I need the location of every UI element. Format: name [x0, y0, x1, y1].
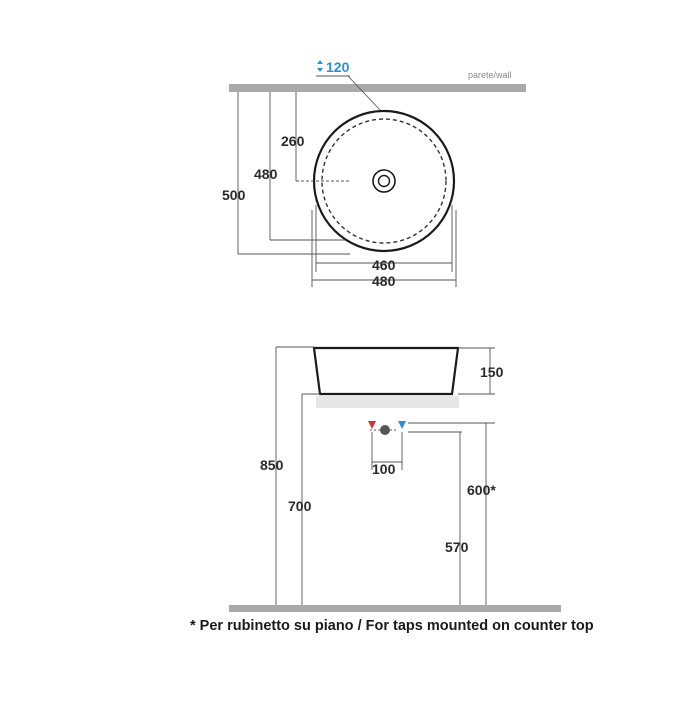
dim-100: 100 — [372, 461, 396, 477]
side-view: 150 850 700 100 600* 570 — [229, 346, 561, 612]
footnote: * Per rubinetto su piano / For taps moun… — [190, 618, 594, 634]
dim-850: 850 — [260, 457, 284, 473]
dim-700: 700 — [288, 498, 312, 514]
up-down-arrow-icon — [317, 60, 323, 72]
cold-water-icon — [398, 421, 406, 429]
tap-connections — [368, 421, 406, 435]
dim-150: 150 — [480, 364, 504, 380]
counter-top — [316, 396, 459, 408]
hot-water-icon — [368, 421, 376, 429]
basin-outer-rim — [312, 109, 456, 253]
dim-500: 500 — [222, 187, 246, 203]
tap-height-indicator: 120 — [316, 59, 381, 111]
top-view: parete/wall 120 260 480 500 460 4 — [222, 59, 526, 289]
basin-profile — [312, 346, 460, 396]
mixer-icon — [380, 425, 390, 435]
drain-inner — [377, 174, 391, 188]
tap-height-label: 120 — [326, 59, 350, 75]
wall-bar — [229, 84, 526, 92]
dim-600: 600* — [467, 482, 496, 498]
floor-bar — [229, 605, 561, 612]
basin-inner-edge — [321, 118, 447, 244]
dim-460: 460 — [372, 257, 396, 273]
dim-480-width: 480 — [372, 273, 396, 289]
dim-260: 260 — [281, 133, 305, 149]
wall-label: parete/wall — [468, 70, 512, 80]
dim-480-depth: 480 — [254, 166, 278, 182]
dim-570: 570 — [445, 539, 469, 555]
drain-outer — [372, 169, 396, 193]
